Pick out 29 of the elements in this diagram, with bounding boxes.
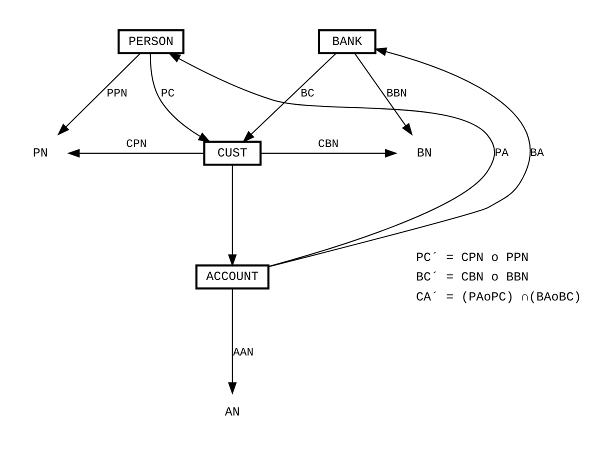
edge-label: PPN [106,88,128,101]
arrow [228,288,237,395]
node-box: BANK [318,29,376,54]
edge-label: BA [530,147,544,160]
arrow [228,165,237,267]
arrow [242,52,337,143]
label: CA´ = (PAoPC) ∩(BAoBC) [416,290,582,305]
node-box: CUST [203,140,262,166]
arrow [168,52,496,267]
label: BC´ = CBN o BBN [416,270,529,285]
edge-label: PA [494,147,508,160]
edge-label: AAN [233,346,254,360]
arrow [67,148,204,158]
node-box: ACCOUNT [195,264,270,290]
arrow [268,48,530,268]
edge-label: BC [300,88,314,101]
arrow [354,52,413,136]
arrow [260,148,398,158]
node-text: PN [32,146,48,161]
edge-label: CPN [126,138,147,151]
node-box: PERSON [118,29,184,54]
arrow [150,53,211,142]
edge-label: PC [160,88,175,101]
node-text: BN [416,146,432,161]
label: PC´ = CPN o PPN [416,250,529,265]
node-text: AN [224,405,240,420]
edge-label: CBN [318,138,339,151]
arrow [57,52,141,136]
edge-label: BBN [386,88,408,101]
